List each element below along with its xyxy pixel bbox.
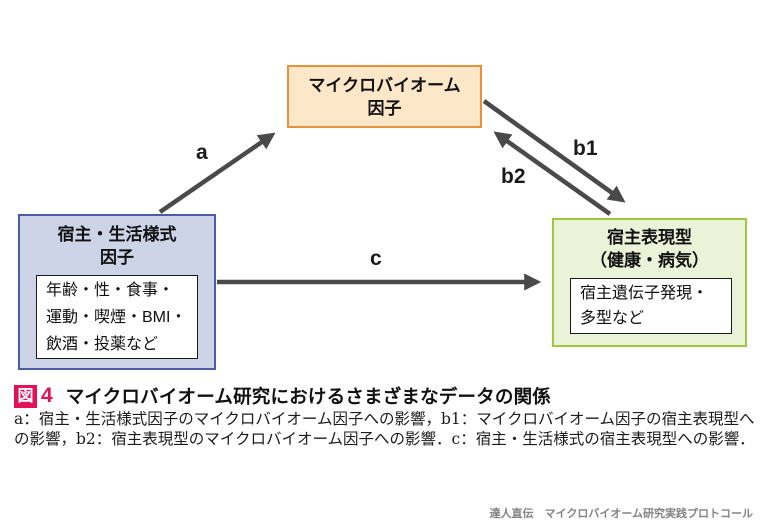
box-microbiome-title-line1: マイクロバイオーム bbox=[308, 76, 461, 95]
arrow-a-host-to-microbiome bbox=[158, 132, 276, 214]
box-host-title: 宿主・生活様式 因子 bbox=[20, 223, 214, 269]
arrow-label-a: a bbox=[196, 141, 208, 164]
box-host-detail-list: 年齢・性・食事・ 運動・喫煙・BMI・ 飲酒・投薬など bbox=[36, 275, 198, 359]
box-microbiome-title: マイクロバイオーム 因子 bbox=[289, 74, 480, 120]
box-host-title-line2: 因子 bbox=[100, 248, 134, 267]
box-phenotype-title: 宿主表現型 （健康・病気） bbox=[554, 226, 745, 272]
box-host-title-line1: 宿主・生活様式 bbox=[57, 225, 177, 244]
box-phenotype-title-line1: 宿主表現型 bbox=[607, 228, 692, 247]
box-phenotype-title-line2: （健康・病気） bbox=[590, 251, 709, 270]
host-detail-line3: 飲酒・投薬など bbox=[46, 336, 159, 353]
arrow-label-b2: b2 bbox=[501, 165, 526, 188]
box-microbiome-factors: マイクロバイオーム 因子 bbox=[287, 65, 482, 128]
book-credit: 達人直伝 マイクロバイオーム研究実践プロトコール bbox=[489, 508, 753, 520]
relationship-diagram: マイクロバイオーム 因子 宿主・生活様式 因子 年齢・性・食事・ 運動・喫煙・B… bbox=[18, 65, 747, 370]
box-host-phenotype: 宿主表現型 （健康・病気） 宿主遺伝子発現・ 多型など bbox=[552, 218, 747, 347]
figure-description: a：宿主・生活様式因子のマイクロバイオーム因子への影響，b1：マイクロバイオーム… bbox=[14, 410, 755, 448]
figure-title: マイクロバイオーム研究におけるさまざまなデータの関係 bbox=[65, 386, 551, 407]
figure-caption: 図 4 マイクロバイオーム研究におけるさまざまなデータの関係 bbox=[14, 383, 551, 409]
figure-badge-icon: 図 bbox=[14, 384, 37, 408]
box-phenotype-detail-list: 宿主遺伝子発現・ 多型など bbox=[570, 278, 732, 334]
arrow-label-c: c bbox=[370, 247, 382, 270]
box-host-lifestyle-factors: 宿主・生活様式 因子 年齢・性・食事・ 運動・喫煙・BMI・ 飲酒・投薬など bbox=[18, 214, 216, 370]
arrow-b1-microbiome-to-phenotype bbox=[482, 99, 626, 203]
host-detail-line2: 運動・喫煙・BMI・ bbox=[46, 309, 187, 326]
host-detail-line1: 年齢・性・食事・ bbox=[46, 282, 175, 299]
box-microbiome-title-line2: 因子 bbox=[367, 99, 402, 118]
arrows-layer bbox=[158, 99, 626, 291]
arrow-b2-phenotype-to-microbiome bbox=[493, 131, 612, 216]
figure-number: 4 bbox=[41, 384, 53, 407]
arrow-label-b1: b1 bbox=[573, 137, 598, 160]
phenotype-detail-line2: 多型など bbox=[580, 310, 645, 327]
phenotype-detail-line1: 宿主遺伝子発現・ bbox=[580, 285, 709, 302]
